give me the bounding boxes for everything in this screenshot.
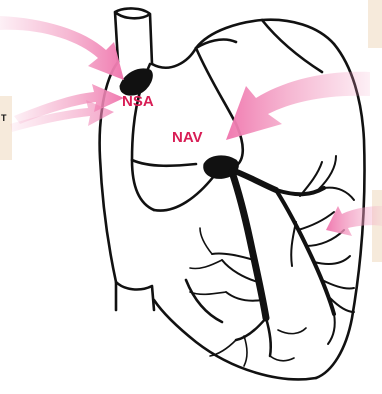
sa-node (120, 69, 152, 95)
nav-label: NAV (172, 129, 203, 146)
nsa-label: NSA (122, 93, 154, 110)
left-edge-fragment: T (1, 113, 7, 123)
purkinje-branches (190, 156, 354, 366)
right-side-panel-top (368, 0, 382, 48)
arrow-right-large (226, 72, 370, 140)
left-side-panel (0, 96, 12, 160)
right-side-panel-bottom (372, 190, 382, 262)
arrow-top-left (0, 16, 124, 80)
stimulus-arrows (0, 16, 382, 236)
heart-outline (100, 8, 365, 379)
